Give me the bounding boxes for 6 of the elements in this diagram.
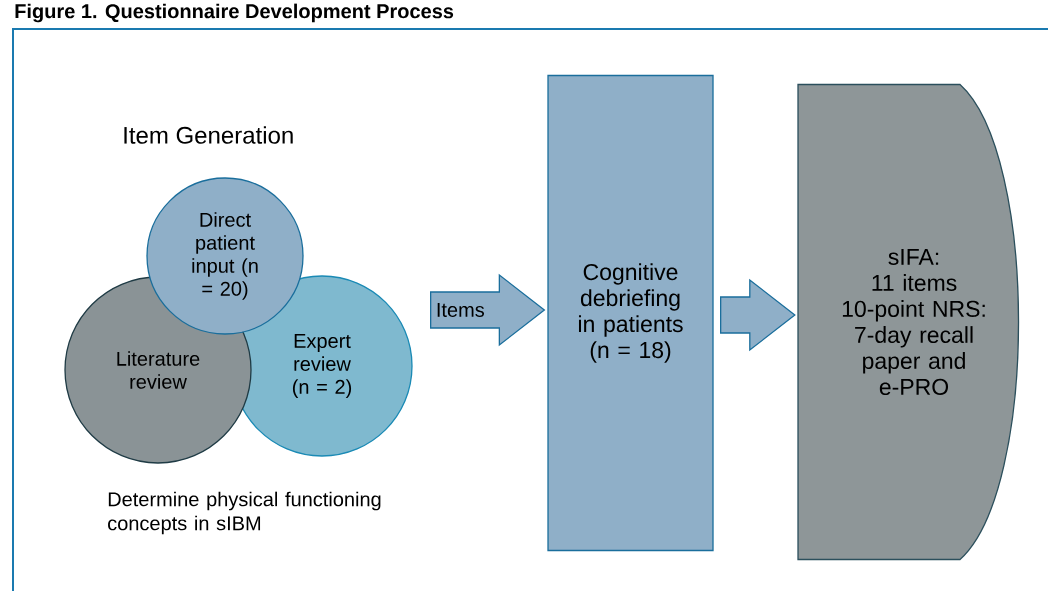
- process-box: Cognitive debriefing in patients (n = 18): [547, 74, 714, 552]
- edge-label: Items: [434, 302, 486, 318]
- block-arrow: [720, 278, 796, 352]
- group-heading: Item Generation: [124, 126, 293, 144]
- caption-text: Determine physical functioning concepts in sIBM: [108, 491, 381, 535]
- figure-title: Figure 1. Questionnaire Development Process: [15, 3, 454, 23]
